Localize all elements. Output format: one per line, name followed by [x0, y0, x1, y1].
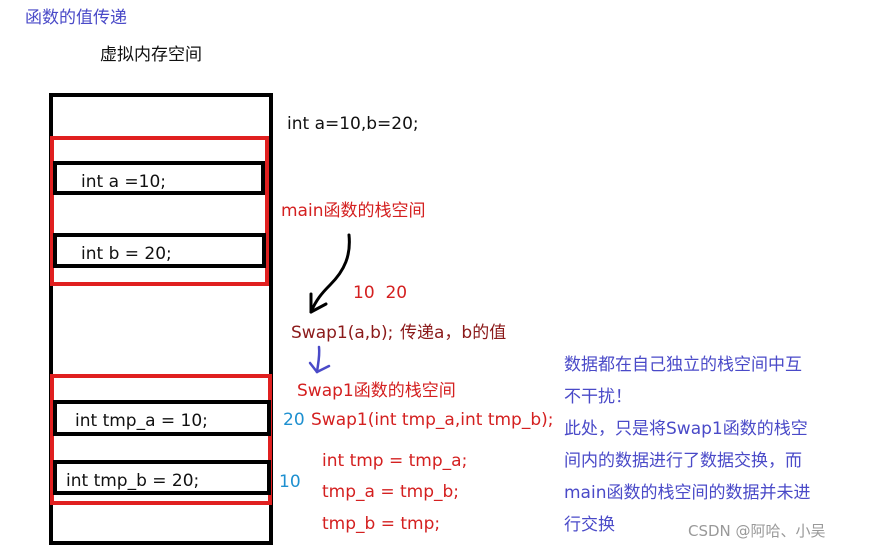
swapped-value-a: 20 — [283, 410, 305, 430]
explanation-line-4: 间内的数据进行了数据交换，而 — [564, 451, 802, 471]
var-a-label: int a =10; — [81, 172, 166, 192]
swapped-value-b: 10 — [279, 472, 301, 492]
passed-values: 10 20 — [353, 283, 408, 303]
blue-arrow-icon — [308, 345, 331, 374]
watermark: CSDN @阿哈、小吴 — [688, 522, 826, 540]
var-tmp-a-label: int tmp_a = 10; — [75, 411, 208, 431]
explanation-line-6: 行交换 — [564, 515, 615, 535]
var-tmp-b-label: int tmp_b = 20; — [66, 471, 200, 491]
swap-code-line-3: tmp_b = tmp; — [322, 514, 441, 534]
page-title: 函数的值传递 — [25, 8, 127, 28]
main-frame-label: main函数的栈空间 — [281, 201, 426, 221]
swap-frame-label: Swap1函数的栈空间 — [297, 381, 456, 401]
swap-code-line-2: tmp_a = tmp_b; — [322, 482, 460, 502]
swap-stack-frame — [50, 374, 272, 505]
swap-signature: Swap1(int tmp_a,int tmp_b); — [311, 410, 554, 430]
explanation-line-5: main函数的栈空间的数据并未进 — [564, 483, 811, 503]
explanation-line-2: 不干扰！ — [564, 387, 632, 407]
swap-call-note: 传递a，b的值 — [400, 323, 507, 343]
memory-column — [49, 93, 273, 545]
code-declaration: int a=10,b=20; — [287, 114, 419, 134]
explanation-line-1: 数据都在自己独立的栈空间中互 — [564, 355, 802, 375]
var-a-box: int a =10; — [53, 161, 265, 195]
var-b-box: int b = 20; — [53, 233, 266, 268]
var-tmp-b-box: int tmp_b = 20; — [53, 460, 271, 495]
swap-call: Swap1(a,b); — [291, 323, 394, 343]
explanation-line-3: 此处，只是将Swap1函数的栈空 — [564, 419, 808, 439]
var-b-label: int b = 20; — [81, 244, 172, 264]
black-arrow-icon — [309, 233, 351, 314]
var-tmp-a-box: int tmp_a = 10; — [53, 400, 271, 436]
swap-code-line-1: int tmp = tmp_a; — [322, 451, 468, 471]
memory-label: 虚拟内存空间 — [100, 45, 202, 65]
main-stack-frame — [50, 136, 269, 286]
